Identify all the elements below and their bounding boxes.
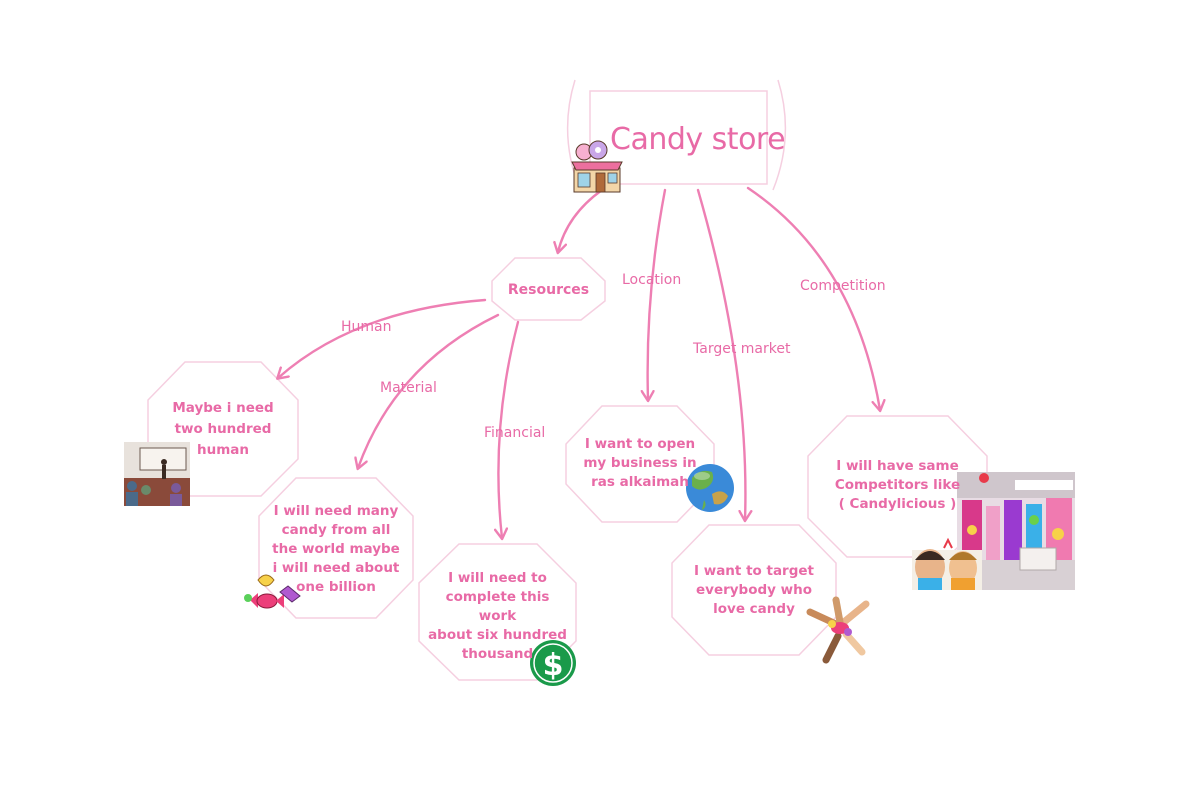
- competition-node-text: I will have same Competitors like ( Cand…: [808, 457, 987, 514]
- material-node-outline: [258, 477, 414, 619]
- competition-line: I will have same: [836, 458, 959, 474]
- financial-node-text: I will need to complete this work about …: [419, 569, 576, 664]
- edge-center-location: [648, 188, 667, 400]
- edge-label-material: Material: [380, 380, 437, 396]
- location-line: my business in: [583, 455, 697, 471]
- target-node-outline: [671, 524, 837, 656]
- human-node-text: Maybe i need two hundred human: [148, 398, 298, 461]
- financial-line: complete this: [445, 589, 550, 605]
- material-node-text: I will need many candy from all the worl…: [259, 502, 413, 597]
- target-node-text: I want to target everybody who love cand…: [672, 562, 836, 619]
- candy-shop-icon: [571, 140, 623, 193]
- target-line: I want to target: [694, 563, 814, 579]
- material-line: candy from all: [281, 522, 391, 538]
- target-line: everybody who: [695, 582, 813, 598]
- material-line: the world maybe: [272, 541, 400, 557]
- edge-resources-human: [278, 298, 487, 378]
- financial-line: I will need to: [448, 570, 547, 586]
- location-node-text: I want to open my business in ras alkaim…: [566, 435, 714, 492]
- central-node-label: Candy store: [610, 122, 786, 157]
- edge-center-target: [696, 188, 745, 520]
- target-line: love candy: [713, 601, 795, 617]
- edge-resources-material: [358, 313, 500, 468]
- edge-center-competition: [746, 186, 880, 410]
- resources-node-outline: [491, 257, 606, 321]
- competition-line: Competitors like: [834, 477, 961, 493]
- presentation-icon: [124, 442, 190, 506]
- edge-center-resources: [558, 188, 604, 252]
- edge-label-competition: Competition: [800, 278, 886, 294]
- location-line: ras alkaimah: [591, 474, 689, 490]
- edge-label-financial: Financial: [484, 425, 546, 441]
- human-line: two hundred: [174, 421, 272, 437]
- dollar-icon: $: [530, 640, 576, 686]
- material-line: one billion: [296, 579, 376, 595]
- human-line: Maybe i need: [172, 400, 274, 416]
- location-line: I want to open: [584, 436, 696, 452]
- financial-line: work: [478, 608, 517, 624]
- material-line: i will need about: [272, 560, 400, 576]
- edge-label-human: Human: [341, 319, 392, 335]
- material-line: I will need many: [273, 503, 399, 519]
- competitor-store-photo: [912, 472, 1075, 590]
- edge-label-location: Location: [622, 272, 682, 288]
- location-node-outline: [565, 405, 715, 523]
- resources-node-label: Resources: [507, 282, 590, 298]
- financial-node-outline: [418, 543, 577, 681]
- wrapped-candy-icon: [244, 574, 301, 609]
- human-line: human: [196, 442, 249, 458]
- financial-line: about six hundred: [428, 627, 567, 643]
- edge-resources-financial: [498, 320, 520, 538]
- competition-line: ( Candylicious ): [838, 496, 957, 512]
- hands-candy-icon: [806, 596, 870, 664]
- svg-text:$: $: [543, 648, 564, 683]
- edge-label-target-market: Target market: [693, 341, 791, 357]
- financial-line: thousand: [461, 646, 534, 662]
- globe-icon: [686, 464, 734, 512]
